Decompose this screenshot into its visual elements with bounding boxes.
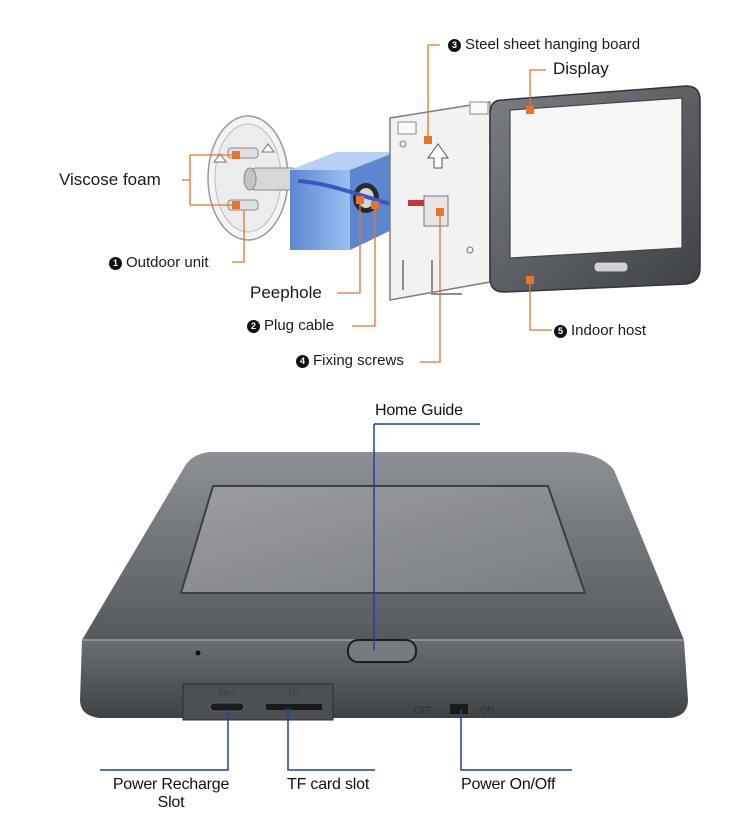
label-home-guide: Home Guide bbox=[375, 402, 463, 419]
label-viscose-foam: Viscose foam bbox=[59, 170, 161, 189]
port-panel bbox=[182, 683, 334, 721]
label-peephole: Peephole bbox=[250, 283, 322, 302]
number-badge: 3 bbox=[448, 39, 461, 52]
bottom-callout-lines bbox=[100, 423, 572, 771]
top-callout-markers bbox=[232, 106, 534, 284]
device-front-diagram: 5V⎓ TF OFF ON bbox=[80, 423, 688, 771]
on-mark: ON bbox=[480, 705, 494, 715]
number-badge: 4 bbox=[296, 355, 309, 368]
indoor-host-illustration bbox=[489, 85, 701, 293]
device-screen bbox=[179, 485, 587, 594]
outdoor-unit-illustration bbox=[207, 115, 299, 241]
exploded-view-diagram bbox=[182, 44, 701, 363]
label-tf-card-slot: TF card slot bbox=[287, 776, 370, 793]
number-badge: 2 bbox=[247, 320, 260, 333]
home-guide-button[interactable] bbox=[347, 639, 417, 663]
power-switch[interactable] bbox=[450, 704, 468, 714]
off-mark: OFF bbox=[414, 705, 432, 715]
tf-mark: TF bbox=[288, 688, 299, 698]
label-power-recharge-slot: Power Recharge Slot bbox=[112, 776, 230, 811]
label-power-on-off: Power On/Off bbox=[461, 776, 556, 793]
microphone-dot bbox=[195, 650, 201, 656]
tf-card-port[interactable] bbox=[266, 704, 322, 710]
usb-port[interactable] bbox=[209, 702, 245, 712]
label-display: Display bbox=[553, 59, 609, 78]
plug-cable-line bbox=[297, 179, 399, 208]
usb-mark: 5V⎓ bbox=[218, 688, 236, 698]
number-badge: 1 bbox=[109, 257, 122, 270]
steel-board-illustration bbox=[389, 101, 491, 301]
top-callout-lines bbox=[182, 44, 552, 363]
number-badge: 5 bbox=[554, 325, 567, 338]
